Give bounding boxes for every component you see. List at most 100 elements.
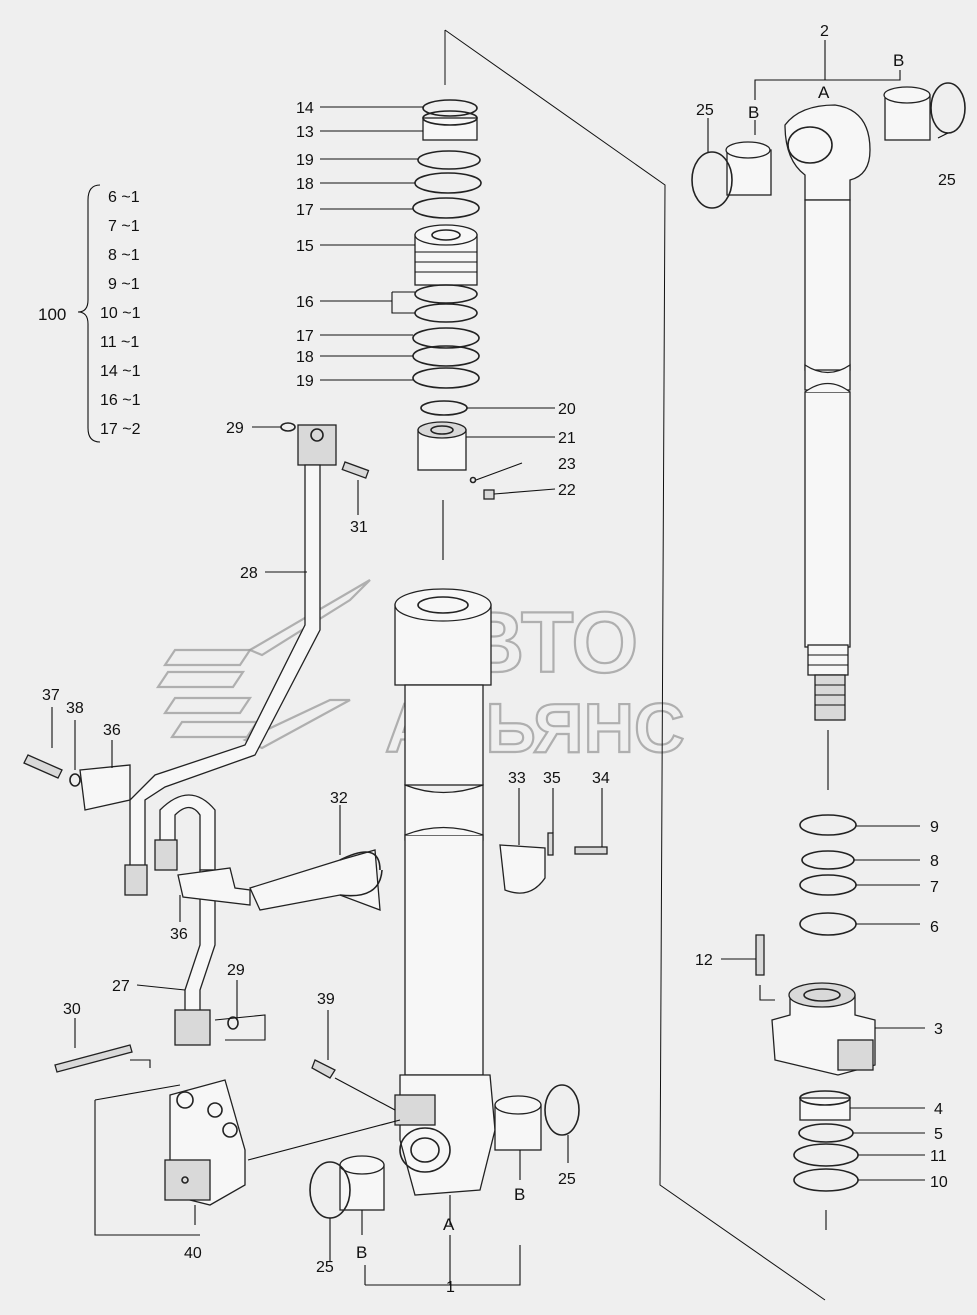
part-17-ring-b — [412, 327, 480, 349]
part-19-ring-b — [412, 367, 480, 389]
part-8-ring — [801, 850, 855, 870]
clamp-36b — [177, 867, 251, 906]
kit-list: 100 6 ~1 7 ~1 8 ~1 9 ~1 10 ~1 11 ~1 14 ~… — [38, 184, 141, 443]
label-p33: 33 — [508, 770, 526, 787]
part-33-clamp — [499, 844, 546, 894]
part-7-ring — [799, 874, 857, 896]
label-B1b: B — [514, 1185, 525, 1204]
label-p31: 31 — [350, 519, 368, 536]
label-p25c: 25 — [696, 102, 714, 119]
label-p10: 10 — [930, 1174, 948, 1191]
assembly-boundary — [444, 29, 826, 1301]
part-18-ring-b — [412, 345, 480, 367]
part-5-ring — [798, 1123, 854, 1143]
reference-letters: A B B A B B — [356, 51, 904, 1262]
part-22-screw — [483, 489, 495, 500]
pipe-fitting-top — [297, 424, 337, 466]
label-p17b: 17 — [296, 328, 314, 345]
watermark-logo — [155, 579, 371, 750]
label-p11: 11 — [930, 1148, 947, 1165]
label-p29b: 29 — [227, 962, 245, 979]
kit-item-5: 10 ~1 — [100, 305, 141, 322]
rod-seals — [755, 814, 876, 1230]
kit-item-2: 7 ~1 — [108, 218, 140, 235]
part-40-valve — [164, 1079, 246, 1225]
tube-bottom-eye — [399, 1074, 496, 1196]
label-p20: 20 — [558, 401, 576, 418]
label-p36a: 36 — [103, 722, 121, 739]
part-11-ring — [793, 1143, 859, 1167]
label-p12: 12 — [695, 952, 713, 969]
label-p2: 2 — [820, 23, 829, 40]
label-p16: 16 — [296, 294, 314, 311]
label-p1: 1 — [446, 1279, 455, 1296]
kit-item-3: 8 ~1 — [108, 247, 140, 264]
kit-item-7: 14 ~1 — [100, 363, 141, 380]
label-p19a: 19 — [296, 152, 314, 169]
label-p23: 23 — [558, 456, 576, 473]
part-9-ring — [799, 814, 857, 836]
label-p39: 39 — [317, 991, 335, 1008]
part-12-bolt — [755, 934, 765, 976]
label-p15: 15 — [296, 238, 314, 255]
label-p7: 7 — [930, 879, 939, 896]
part-23-ball — [469, 476, 477, 484]
kit-item-1: 6 ~1 — [108, 189, 140, 206]
label-p22: 22 — [558, 482, 576, 499]
part-20-ring — [420, 400, 468, 416]
label-p18a: 18 — [296, 176, 314, 193]
part-14-ring — [422, 99, 478, 117]
part-32-bracket — [249, 849, 381, 911]
part-6-ring — [799, 912, 857, 936]
label-p37: 37 — [42, 687, 60, 704]
leader-lines — [51, 106, 949, 1262]
label-A2: A — [818, 83, 830, 102]
label-p18b: 18 — [296, 349, 314, 366]
pipe-assembly — [23, 422, 608, 1236]
label-p6: 6 — [930, 919, 939, 936]
kit-item-9: 17 ~2 — [100, 421, 141, 438]
part-30-bolt — [54, 1044, 133, 1073]
label-p32: 32 — [330, 790, 348, 807]
kit-item-6: 11 ~1 — [100, 334, 139, 351]
label-p35: 35 — [543, 770, 561, 787]
label-p21: 21 — [558, 430, 576, 447]
label-p14: 14 — [296, 100, 314, 117]
rod-eye — [784, 104, 871, 201]
part-25-seal-d — [930, 82, 966, 134]
label-p27: 27 — [112, 978, 130, 995]
label-p9: 9 — [930, 819, 939, 836]
label-p19b: 19 — [296, 373, 314, 390]
part-17-ring — [412, 197, 480, 219]
kit-item-4: 9 ~1 — [108, 276, 140, 293]
label-p13: 13 — [296, 124, 314, 141]
label-B2b: B — [893, 51, 904, 70]
label-p5: 5 — [934, 1126, 943, 1143]
clamp-36a — [79, 764, 131, 811]
label-p36b: 36 — [170, 926, 188, 943]
cylinder-tube — [394, 588, 496, 1196]
label-p30: 30 — [63, 1001, 81, 1018]
label-p3: 3 — [934, 1021, 943, 1038]
part-25-seal-c — [691, 151, 733, 209]
label-p40: 40 — [184, 1245, 202, 1262]
part-19-ring — [417, 150, 481, 170]
part-16-ring-a — [414, 284, 478, 304]
label-p25d: 25 — [938, 172, 956, 189]
label-B2a: B — [748, 103, 759, 122]
part-39-fitting — [311, 1059, 336, 1079]
kit-item-8: 16 ~1 — [100, 392, 141, 409]
part-16-ring-b — [414, 303, 478, 323]
label-p29a: 29 — [226, 420, 244, 437]
label-B1a: B — [356, 1243, 367, 1262]
label-p4: 4 — [934, 1101, 943, 1118]
part-4-ring — [799, 1097, 851, 1121]
bottom-eye-parts — [309, 1084, 580, 1286]
part-18-ring — [414, 172, 482, 194]
label-p8: 8 — [930, 853, 939, 870]
label-p25a: 25 — [316, 1259, 334, 1276]
label-p34: 34 — [592, 770, 610, 787]
part-10-ring — [793, 1168, 859, 1192]
